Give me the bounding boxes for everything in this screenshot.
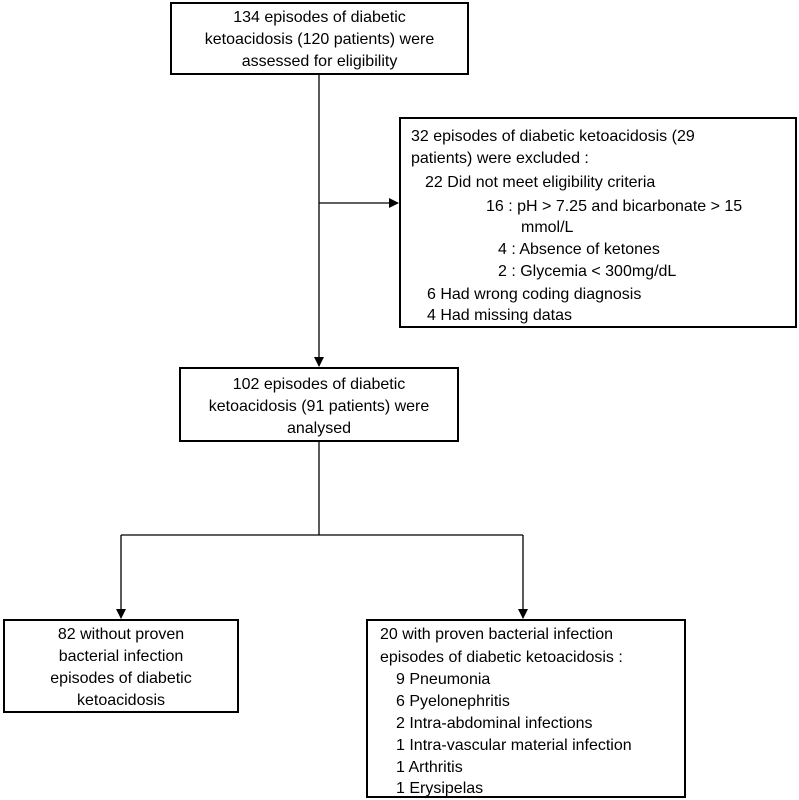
without-infection-line-3: episodes of diabetic [50, 670, 192, 687]
analysed-line-2: ketoacidosis (91 patients) were [208, 398, 430, 415]
excluded-box: 32 episodes of diabetic ketoacidosis (29… [399, 117, 797, 328]
excluded-header-1: 32 episodes of diabetic ketoacidosis (29 [411, 128, 695, 145]
with-infection-item-1: 9 Pneumonia [396, 671, 491, 688]
excluded-other-2: 4 Had missing datas [427, 307, 572, 324]
assessed-box: 134 episodes of diabetic ketoacidosis (1… [170, 2, 469, 75]
excluded-header-2: patients) were excluded : [411, 150, 589, 167]
without-infection-line-1: 82 without proven [57, 626, 185, 643]
with-infection-box: 20 with proven bacterial infection episo… [366, 619, 686, 798]
with-infection-header-1: 20 with proven bacterial infection [380, 626, 614, 643]
analysed-box: 102 episodes of diabetic ketoacidosis (9… [179, 367, 459, 442]
assessed-line-2: ketoacidosis (120 patients) were [204, 31, 435, 48]
excluded-other-1: 6 Had wrong coding diagnosis [427, 286, 642, 303]
with-infection-item-4: 1 Intra-vascular material infection [396, 737, 632, 754]
with-infection-item-6: 1 Erysipelas [396, 780, 484, 797]
excluded-criteria-3: 2 : Glycemia < 300mg/dL [498, 263, 677, 280]
analysed-line-3: analysed [286, 420, 352, 437]
without-infection-line-4: ketoacidosis [76, 692, 166, 709]
without-infection-line-2: bacterial infection [58, 648, 184, 665]
with-infection-header-2: episodes of diabetic ketoacidosis : [380, 649, 623, 666]
assessed-line-1: 134 episodes of diabetic [233, 9, 406, 26]
with-infection-item-5: 1 Arthritis [396, 759, 463, 776]
excluded-criteria-2: 4 : Absence of ketones [498, 241, 660, 258]
with-infection-item-2: 6 Pyelonephritis [396, 693, 510, 710]
assessed-line-3: assessed for eligibility [241, 53, 398, 70]
excluded-criteria-1: 16 : pH > 7.25 and bicarbonate > 15 [486, 198, 743, 215]
excluded-criteria-heading: 22 Did not meet eligibility criteria [425, 174, 656, 191]
with-infection-item-3: 2 Intra-abdominal infections [396, 715, 593, 732]
analysed-line-1: 102 episodes of diabetic [232, 376, 406, 393]
without-infection-box: 82 without proven bacterial infection ep… [3, 619, 239, 713]
excluded-criteria-1-cont: mmol/L [521, 219, 574, 236]
